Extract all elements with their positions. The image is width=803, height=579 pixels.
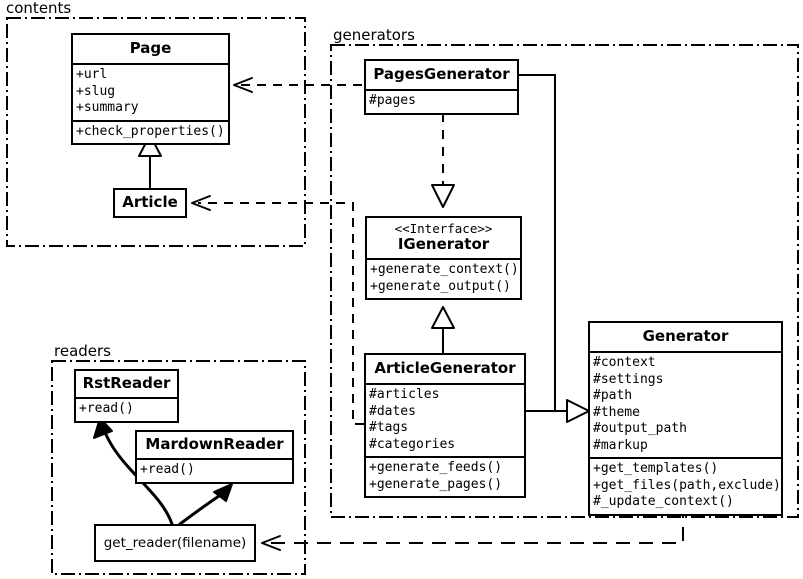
attribute: +summary [76, 100, 139, 115]
class-igenerator-name: IGenerator [397, 235, 490, 254]
class-articlegenerator-methods: +generate_feeds() +generate_pages() [366, 456, 524, 496]
attribute: +slug [76, 83, 116, 99]
class-generator-attributes: #context #settings #path #theme #output_… [590, 351, 781, 457]
class-generator-title: Generator [642, 327, 729, 345]
class-page-methods: +check_properties() [73, 119, 228, 144]
class-articlegenerator-attributes: #articles #dates #tags #categories [366, 383, 524, 456]
class-page[interactable]: Page +url +slug +summary +check_properti… [71, 33, 230, 145]
class-mardownreader-methods: +read() [137, 458, 292, 482]
class-rstreader-title: RstReader [82, 374, 171, 392]
method: +check_properties() [76, 123, 225, 139]
package-boundary-readers [51, 360, 306, 575]
function-node-get-reader[interactable]: get_reader(filename) [94, 524, 256, 562]
function-node-label: get_reader(filename) [103, 535, 247, 551]
class-igenerator-title: <<Interface>> IGenerator [367, 218, 520, 258]
method: +read() [140, 462, 195, 477]
attribute: #dates [369, 403, 416, 419]
class-article-title: Article [122, 193, 178, 211]
class-article[interactable]: Article [113, 188, 187, 218]
class-mardownreader-title: MardownReader [145, 435, 284, 453]
method: +get_files(path,exclude) [593, 477, 781, 493]
connector-articlegenerator-to-article [191, 195, 364, 425]
class-igenerator-methods: +generate_context() +generate_output() [367, 258, 520, 298]
class-pagesgenerator[interactable]: PagesGenerator #pages [364, 59, 519, 115]
attribute: #output_path [593, 421, 687, 436]
attribute: #context [593, 355, 656, 370]
class-rstreader[interactable]: RstReader +read() [74, 369, 179, 423]
attribute: #markup [593, 437, 648, 453]
attribute: #categories [369, 436, 456, 452]
class-articlegenerator[interactable]: ArticleGenerator #articles #dates #tags … [364, 353, 526, 498]
attribute: #theme [593, 404, 640, 420]
class-igenerator[interactable]: <<Interface>> IGenerator +generate_conte… [365, 216, 522, 301]
attribute: #path [593, 388, 633, 403]
connector-get-reader-to-mardownreader [178, 483, 233, 526]
class-generator[interactable]: Generator #context #settings #path #them… [588, 321, 783, 516]
connector-pagesgenerator-to-page [233, 77, 362, 93]
class-pagesgenerator-attributes: #pages [366, 89, 517, 113]
package-boundary-contents [6, 17, 306, 247]
method: +generate_context() [370, 262, 519, 278]
method: +generate_output() [370, 278, 511, 294]
method: +get_templates() [593, 461, 719, 476]
attribute: #articles [369, 387, 440, 402]
package-boundary-generators [330, 44, 799, 518]
package-label-readers: readers [52, 344, 114, 359]
method: +read() [79, 401, 134, 416]
package-label-generators: generators [331, 28, 418, 43]
connector-articlegenerator-to-igenerator [431, 306, 455, 355]
method: #_update_context() [593, 494, 734, 509]
class-page-attributes: +url +slug +summary [73, 63, 228, 120]
class-pagesgenerator-title: PagesGenerator [373, 65, 510, 83]
attribute: #tags [369, 420, 409, 435]
class-rstreader-methods: +read() [76, 397, 177, 421]
attribute: #settings [593, 371, 664, 387]
class-articlegenerator-title: ArticleGenerator [374, 359, 516, 377]
connector-generator-to-get-reader [261, 504, 684, 551]
method: +generate_feeds() [369, 460, 503, 475]
package-label-contents: contents [4, 1, 75, 16]
attribute: +url [76, 67, 108, 82]
class-generator-methods: +get_templates() +get_files(path,exclude… [590, 457, 781, 514]
class-igenerator-stereotype: <<Interface>> [394, 221, 493, 236]
connector-pagesgenerator-to-igenerator [431, 113, 455, 208]
connector-article-to-page [138, 134, 162, 189]
attribute: #pages [369, 93, 416, 108]
connector-generators-to-generator [519, 74, 590, 423]
class-page-title: Page [129, 39, 172, 57]
class-mardownreader[interactable]: MardownReader +read() [135, 430, 294, 484]
method: +generate_pages() [369, 476, 503, 492]
